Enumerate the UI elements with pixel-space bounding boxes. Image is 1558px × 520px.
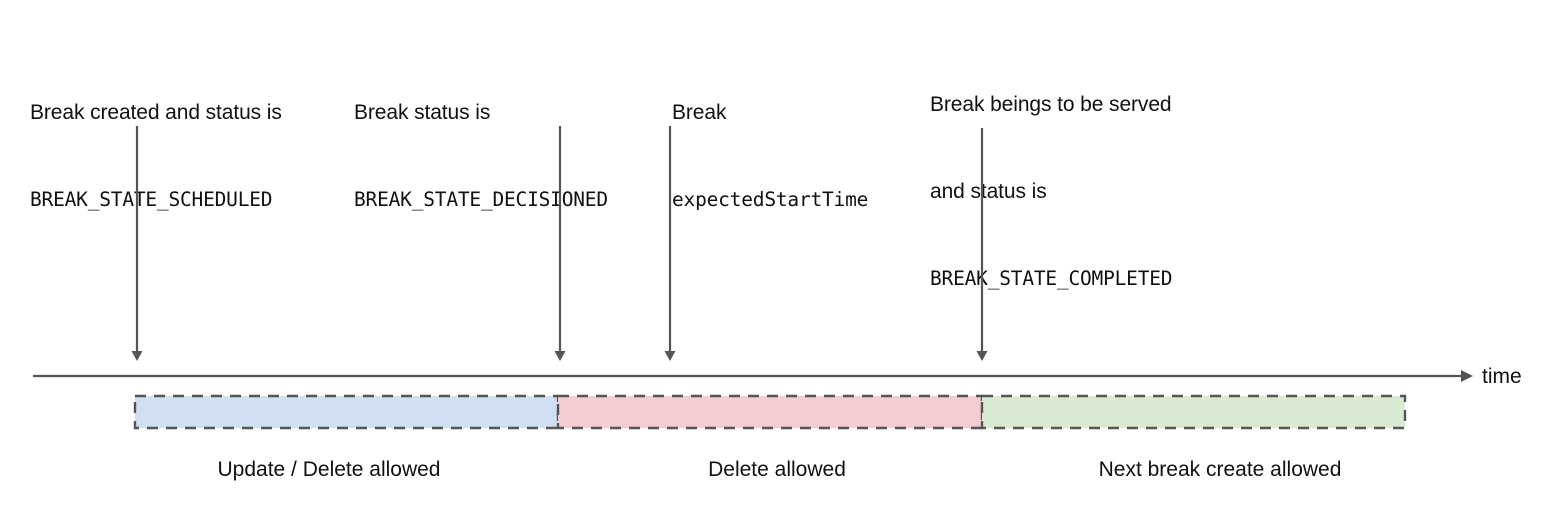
event-annotation-scheduled: Break created and status is BREAK_STATE_… xyxy=(30,40,282,272)
annotation-line-code: expectedStartTime xyxy=(672,188,869,211)
annotation-line: Break xyxy=(672,101,727,124)
band-update-delete xyxy=(133,394,560,430)
annotation-line: Break beings to be served xyxy=(930,93,1172,116)
annotation-line-code: BREAK_STATE_SCHEDULED xyxy=(30,188,273,211)
band-next-break-create xyxy=(980,394,1407,430)
event-annotation-decisioned: Break status is BREAK_STATE_DECISIONED xyxy=(354,40,608,272)
event-annotation-expected-start-time: Break expectedStartTime xyxy=(672,40,868,272)
band-delete-only xyxy=(556,394,984,430)
annotation-line-code: BREAK_STATE_DECISIONED xyxy=(354,188,608,211)
band-caption-next-break-create: Next break create allowed xyxy=(1098,458,1342,481)
band-caption-delete-only: Delete allowed xyxy=(708,458,846,481)
annotation-line: Break created and status is xyxy=(30,101,282,124)
band-caption-update-delete: Update / Delete allowed xyxy=(217,458,441,481)
annotation-line: Break status is xyxy=(354,101,491,124)
time-axis-label: time xyxy=(1482,365,1522,388)
annotation-line: and status is xyxy=(930,180,1047,203)
event-annotation-completed: Break beings to be served and status is … xyxy=(930,32,1173,351)
annotation-line-code: BREAK_STATE_COMPLETED xyxy=(930,267,1173,290)
